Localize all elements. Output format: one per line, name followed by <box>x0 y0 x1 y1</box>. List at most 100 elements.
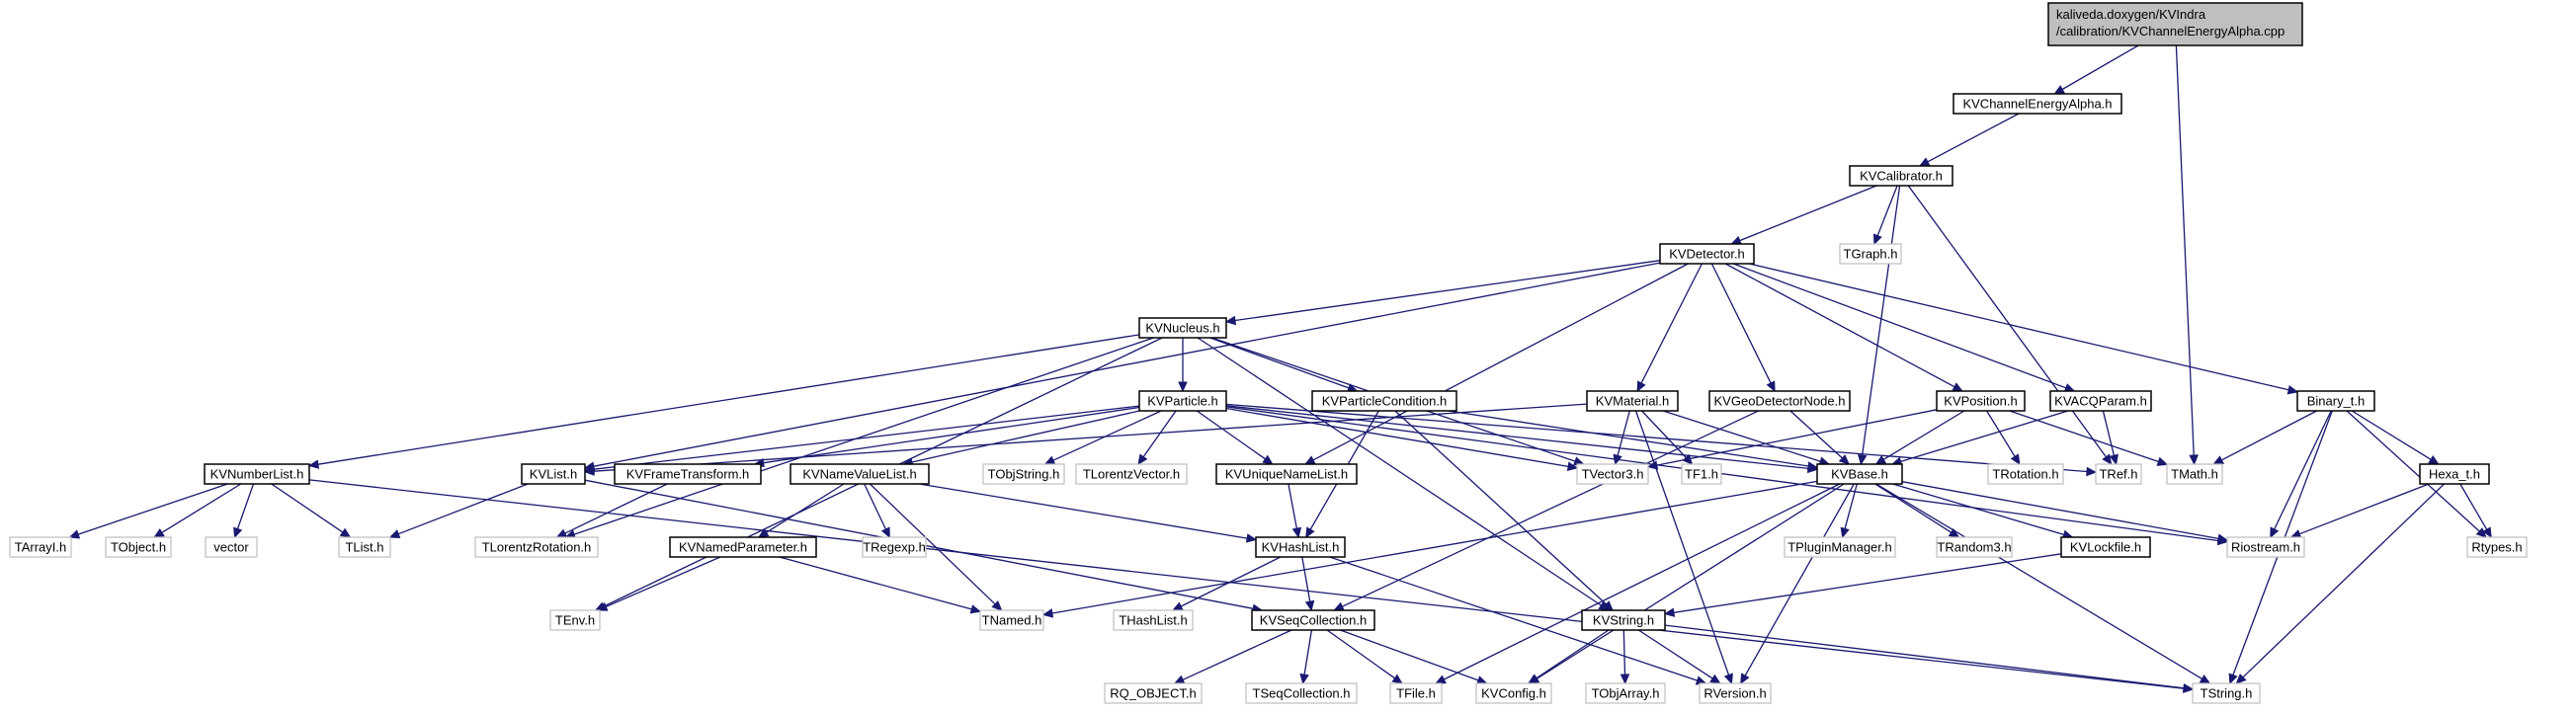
edge-KVHashList_h-to-KVSeqCollection_h <box>1301 556 1311 602</box>
arrowhead-KVNucleus_h-to-KVNumberList_h <box>307 459 320 469</box>
edge-KVNameValueList_h-to-TNamed_h <box>869 483 996 605</box>
node-box-THashList_h <box>1113 609 1194 631</box>
node-box-KVHashList_h <box>1255 536 1346 558</box>
node-label-KVNucleus_h: KVNucleus.h <box>1145 321 1219 336</box>
edge-KVDetector_h-to-KVPosition_h <box>1724 263 1955 388</box>
arrowhead-Hexa_t_h-to-TString_h <box>2235 674 2247 684</box>
node-KVDetector_h[interactable]: KVDetector.h <box>1659 243 1755 265</box>
arrowhead-KVNameValueList_h-to-TNamed_h <box>991 600 1003 611</box>
node-label-Binary_t_h: Binary_t.h <box>2307 394 2366 409</box>
node-KVList_h[interactable]: KVList.h <box>521 463 586 485</box>
node-KVString_h[interactable]: KVString.h <box>1581 609 1666 631</box>
node-Hexa_t_h[interactable]: Hexa_t.h <box>2419 463 2490 485</box>
arrowhead-KVParticleCondition_h-to-KVHashList_h <box>1305 526 1315 539</box>
edge-KVNameValueList_h-to-KVNamedParameter_h <box>766 483 845 533</box>
edge-KVList_h-to-TList_h <box>397 483 529 535</box>
edge-KVNumberList_h-to-vector <box>236 483 255 529</box>
node-KVNameValueList_h[interactable]: KVNameValueList.h <box>789 463 930 485</box>
node-box-KVGeoDetectorNode_h <box>1708 390 1851 412</box>
edge-KVDetector_h-to-Binary_t_h <box>1749 263 2289 391</box>
node-TArrayI_h: TArrayI.h <box>9 536 72 558</box>
edge-root-to-KVChannelEnergyAlpha_h <box>2061 44 2139 91</box>
node-label-KVFrameTransform_h: KVFrameTransform.h <box>626 467 750 482</box>
arrowhead-KVPosition_h-to-KVBase_h <box>1874 454 1887 465</box>
arrowhead-KVCalibrator_h-to-TGraph_h <box>1872 233 1882 246</box>
node-root[interactable]: kaliveda.doxygen/KVIndra/calibration/KVC… <box>2047 2 2303 46</box>
edge-KVNameValueList_h-to-KVHashList_h <box>919 483 1248 539</box>
dependency-edges <box>68 44 2492 693</box>
node-KVPosition_h[interactable]: KVPosition.h <box>1936 390 2026 412</box>
edge-KVPosition_h-to-KVBase_h <box>1882 410 1965 460</box>
edge-KVPosition_h-to-TVector3_h <box>1656 409 1938 466</box>
node-KVLockfile_h[interactable]: KVLockfile.h <box>2060 536 2151 558</box>
arrowhead-KVPosition_h-to-TVector3_h <box>1646 460 1659 470</box>
node-box-Riostream_h <box>2226 536 2305 558</box>
node-box-KVFrameTransform_h <box>614 463 762 485</box>
node-label-KVNamedParameter_h: KVNamedParameter.h <box>679 540 807 555</box>
edge-KVParticleCondition_h-to-KVBase_h <box>1448 410 1809 467</box>
node-label-TVector3_h: TVector3.h <box>1582 467 1644 482</box>
node-Binary_t_h[interactable]: Binary_t.h <box>2296 390 2375 412</box>
node-box-KVNucleus_h <box>1138 317 1227 339</box>
node-label-TRandom3_h: TRandom3.h <box>1937 540 2011 555</box>
root-label-line-1: kaliveda.doxygen/KVIndra <box>2056 7 2206 22</box>
arrowhead-KVNumberList_h-to-vector <box>233 526 243 539</box>
arrowhead-KVBase_h-to-TFile_h <box>1435 675 1447 684</box>
node-KVCalibrator_h[interactable]: KVCalibrator.h <box>1849 165 1953 187</box>
node-label-TEnv_h: TEnv.h <box>555 613 595 628</box>
node-KVNamedParameter_h[interactable]: KVNamedParameter.h <box>669 536 817 558</box>
edge-KVPosition_h-to-TRotation_h <box>1986 410 2016 457</box>
edge-KVMaterial_h-to-RVersion_h <box>1634 410 1730 675</box>
edge-KVNucleus_h-to-KVNumberList_h <box>317 334 1140 465</box>
node-KVUniqueNameList_h[interactable]: KVUniqueNameList.h <box>1215 463 1358 485</box>
node-KVFrameTransform_h[interactable]: KVFrameTransform.h <box>614 463 762 485</box>
node-box-KVUniqueNameList_h <box>1215 463 1358 485</box>
arrowhead-KVNameValueList_h-to-KVHashList_h <box>1245 533 1258 543</box>
arrowhead-KVCalibrator_h-to-TRef_h <box>2102 453 2113 465</box>
node-label-Riostream_h: Riostream.h <box>2231 540 2300 555</box>
arrowhead-Binary_t_h-to-Riostream_h <box>2270 526 2280 539</box>
edge-KVNumberList_h-to-TList_h <box>271 483 344 533</box>
node-KVMaterial_h[interactable]: KVMaterial.h <box>1586 390 1679 412</box>
node-label-Rtypes_h: Rtypes.h <box>2471 540 2522 555</box>
arrowhead-Binary_t_h-to-Hexa_t_h <box>2428 454 2440 465</box>
node-KVChannelEnergyAlpha_h[interactable]: KVChannelEnergyAlpha.h <box>1953 93 2122 115</box>
node-KVParticleCondition_h[interactable]: KVParticleCondition.h <box>1311 390 1457 412</box>
edge-KVString_h-to-TString_h <box>1664 624 2185 689</box>
edge-KVSeqCollection_h-to-RQ_OBJECT_h <box>1182 629 1292 680</box>
arrowhead-KVNumberList_h-to-TList_h <box>339 527 352 538</box>
node-KVGeoDetectorNode_h[interactable]: KVGeoDetectorNode.h <box>1708 390 1851 412</box>
arrowhead-KVParticle_h-to-TObjString_h <box>1043 455 1056 465</box>
node-KVSeqCollection_h[interactable]: KVSeqCollection.h <box>1251 609 1375 631</box>
node-box-TGraph_h <box>1839 243 1902 265</box>
edge-KVUniqueNameList_h-to-KVHashList_h <box>1288 483 1298 529</box>
node-TVector3_h: TVector3.h <box>1576 463 1649 485</box>
edge-KVNameValueList_h-to-TRegexp_h <box>864 483 886 530</box>
node-KVNumberList_h[interactable]: KVNumberList.h <box>204 463 310 485</box>
node-label-KVCalibrator_h: KVCalibrator.h <box>1860 169 1943 184</box>
node-KVBase_h[interactable]: KVBase.h <box>1816 463 1903 485</box>
arrowhead-KVHashList_h-to-KVSeqCollection_h <box>1304 599 1315 612</box>
arrowhead-KVDetector_h-to-KVUniqueNameList_h <box>1304 455 1316 465</box>
node-KVACQParam_h[interactable]: KVACQParam.h <box>2049 390 2152 412</box>
arrowhead-KVString_h-to-KVConfig_h <box>1527 674 1539 684</box>
edge-KVBase_h-to-KVConfig_h <box>1537 483 1845 679</box>
node-KVNucleus_h[interactable]: KVNucleus.h <box>1138 317 1227 339</box>
arrowhead-KVDetector_h-to-KVPosition_h <box>1952 382 1963 392</box>
node-label-KVUniqueNameList_h: KVUniqueNameList.h <box>1225 467 1348 482</box>
edge-KVBase_h-to-TNamed_h <box>1051 480 1818 614</box>
node-label-KVLockfile_h: KVLockfile.h <box>2070 540 2141 555</box>
arrowhead-KVCalibrator_h-to-KVBase_h <box>1858 453 1868 466</box>
arrowhead-KVString_h-to-TString_h <box>2183 682 2195 693</box>
node-box-Binary_t_h <box>2296 390 2375 412</box>
node-KVHashList_h[interactable]: KVHashList.h <box>1255 536 1346 558</box>
node-KVParticle_h[interactable]: KVParticle.h <box>1138 390 1227 412</box>
node-box-KVCalibrator_h <box>1849 165 1953 187</box>
node-TRandom3_h: TRandom3.h <box>1936 536 2013 558</box>
edge-KVGeoDetectorNode_h-to-KVBase_h <box>1789 410 1843 459</box>
edge-KVBase_h-to-TRandom3_h <box>1874 483 1953 533</box>
node-box-KVBase_h <box>1816 463 1903 485</box>
edge-KVCalibrator_h-to-KVBase_h <box>1861 185 1901 456</box>
node-box-TVector3_h <box>1576 463 1649 485</box>
node-label-KVSeqCollection_h: KVSeqCollection.h <box>1260 613 1367 628</box>
